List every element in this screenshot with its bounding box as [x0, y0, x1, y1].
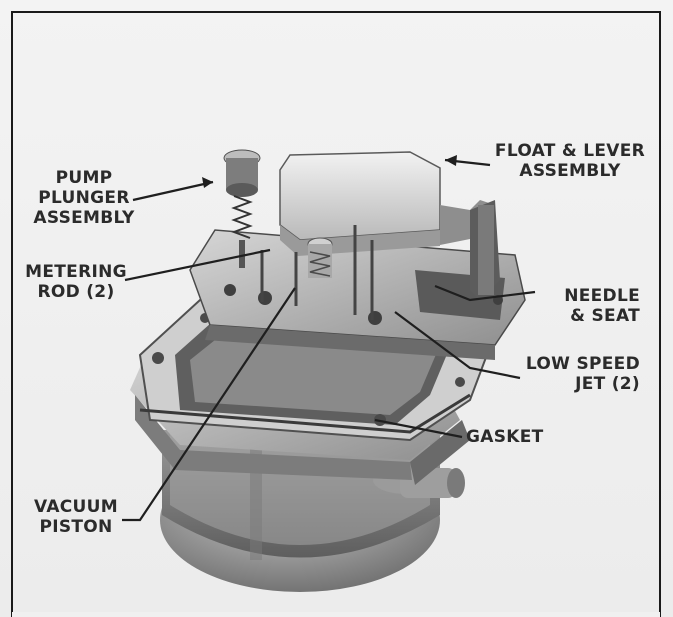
- label-pump-plunger-line2: PLUNGER: [38, 188, 130, 208]
- label-needle-seat: NEEDLE & SEAT: [540, 286, 640, 326]
- label-metering-rod: METERING ROD (2): [20, 262, 132, 302]
- label-low-speed-jet-line2: JET (2): [575, 374, 640, 394]
- leader-metering-rod: [124, 248, 271, 282]
- leader-lines: [122, 158, 536, 522]
- label-gasket: GASKET: [466, 427, 576, 447]
- label-gasket-line1: GASKET: [466, 427, 544, 447]
- float-lever-assembly: [279, 151, 500, 300]
- label-needle-seat-line1: NEEDLE: [564, 286, 640, 306]
- leader-gasket: [374, 418, 463, 439]
- label-needle-seat-line2: & SEAT: [570, 306, 640, 326]
- arrowhead-pump-plunger: [202, 177, 213, 188]
- label-float-lever-line1: FLOAT & LEVER: [494, 141, 646, 161]
- leader-pump-plunger: [132, 180, 214, 202]
- label-metering-rod-line2: ROD (2): [37, 282, 115, 302]
- frame-bottom-fade: [12, 612, 660, 617]
- label-vacuum-piston-line2: PISTON: [39, 517, 113, 537]
- label-low-speed-jet-line1: LOW SPEED: [525, 354, 640, 374]
- label-pump-plunger-line1: PUMP: [55, 168, 113, 188]
- label-float-lever-line2: ASSEMBLY: [519, 161, 621, 181]
- vacuum-piston: [307, 237, 333, 278]
- arrowhead-float-lever: [445, 155, 457, 166]
- label-vacuum-piston: VACUUM PISTON: [28, 497, 124, 537]
- arrowheads: [202, 155, 457, 188]
- label-float-lever: FLOAT & LEVER ASSEMBLY: [490, 141, 650, 181]
- label-low-speed-jet: LOW SPEED JET (2): [520, 354, 640, 394]
- leader-low-speed-jet: [394, 311, 521, 380]
- leader-needle-seat: [434, 284, 536, 302]
- leader-vacuum-piston: [122, 287, 296, 522]
- frame-border: [11, 11, 661, 617]
- pump-plunger: [223, 149, 261, 268]
- label-vacuum-piston-line1: VACUUM: [34, 497, 118, 517]
- label-metering-rod-line1: METERING: [25, 262, 127, 282]
- label-pump-plunger: PUMP PLUNGER ASSEMBLY: [28, 168, 140, 228]
- label-pump-plunger-line3: ASSEMBLY: [33, 208, 135, 228]
